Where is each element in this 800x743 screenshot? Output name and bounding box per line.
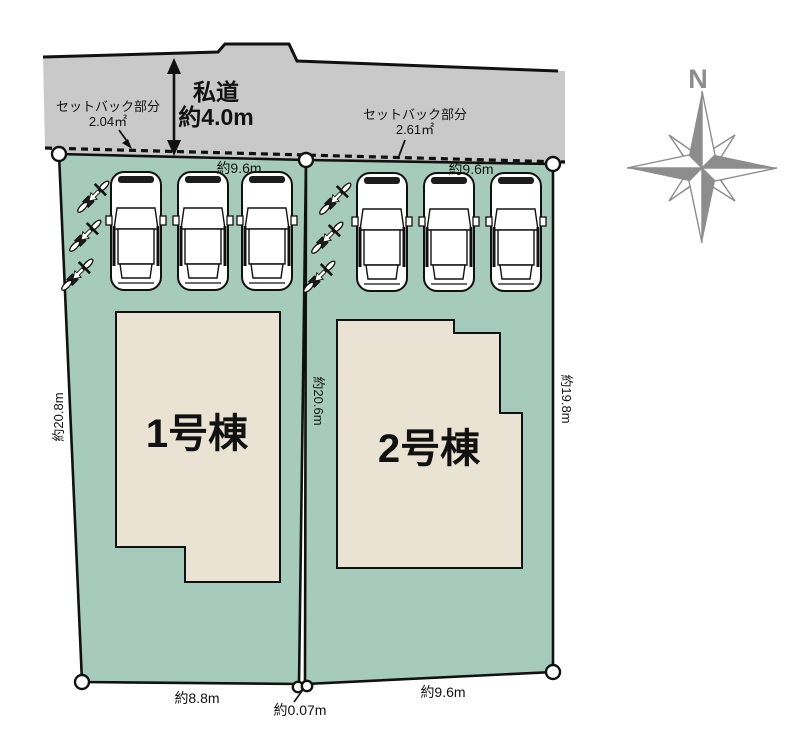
car-icon [235,170,299,292]
setback-right-label: セットバック部分 [363,107,467,122]
compass-north-label: N [688,64,708,94]
car-icon [417,171,481,293]
setback-left-pointer [118,129,132,149]
building2-footprint [336,319,523,569]
boundary-markers [50,145,562,694]
building1-label: 1号棟 [146,412,249,456]
lot1-left-depth: 約20.8m [51,392,66,441]
car-icon [171,170,235,292]
road-width-label: 約4.0m [178,104,253,130]
lot2-right-depth: 約19.8m [559,374,574,423]
car-icon [104,170,168,292]
building2-label: 2号棟 [378,427,481,471]
setback-left-label: セットバック部分 [56,99,160,114]
lot1-front-width: 約9.6m [216,160,261,176]
lot2-front-width: 約9.6m [448,161,493,177]
compass-rose-icon [626,90,778,244]
setback-right-area: 2.61㎡ [396,122,434,137]
car-icon [350,171,414,293]
road-width-arrow [167,58,181,156]
setback-left-area: 2.04㎡ [89,114,127,129]
setback-dotted-line [44,146,566,164]
boundary-gap-label: 約0.07m [274,702,327,718]
lot2-left-depth: 約20.6m [311,376,326,425]
setback-right-pointer [398,139,406,157]
gap-pointer [293,690,303,703]
car-icon [484,171,548,293]
lot1-bottom-width: 約8.8m [174,690,219,706]
lot2-bottom-width: 約9.6m [420,684,465,700]
building1-footprint [115,311,281,583]
road-top-boundary [42,42,559,73]
road-name-label: 私道 [193,79,239,105]
